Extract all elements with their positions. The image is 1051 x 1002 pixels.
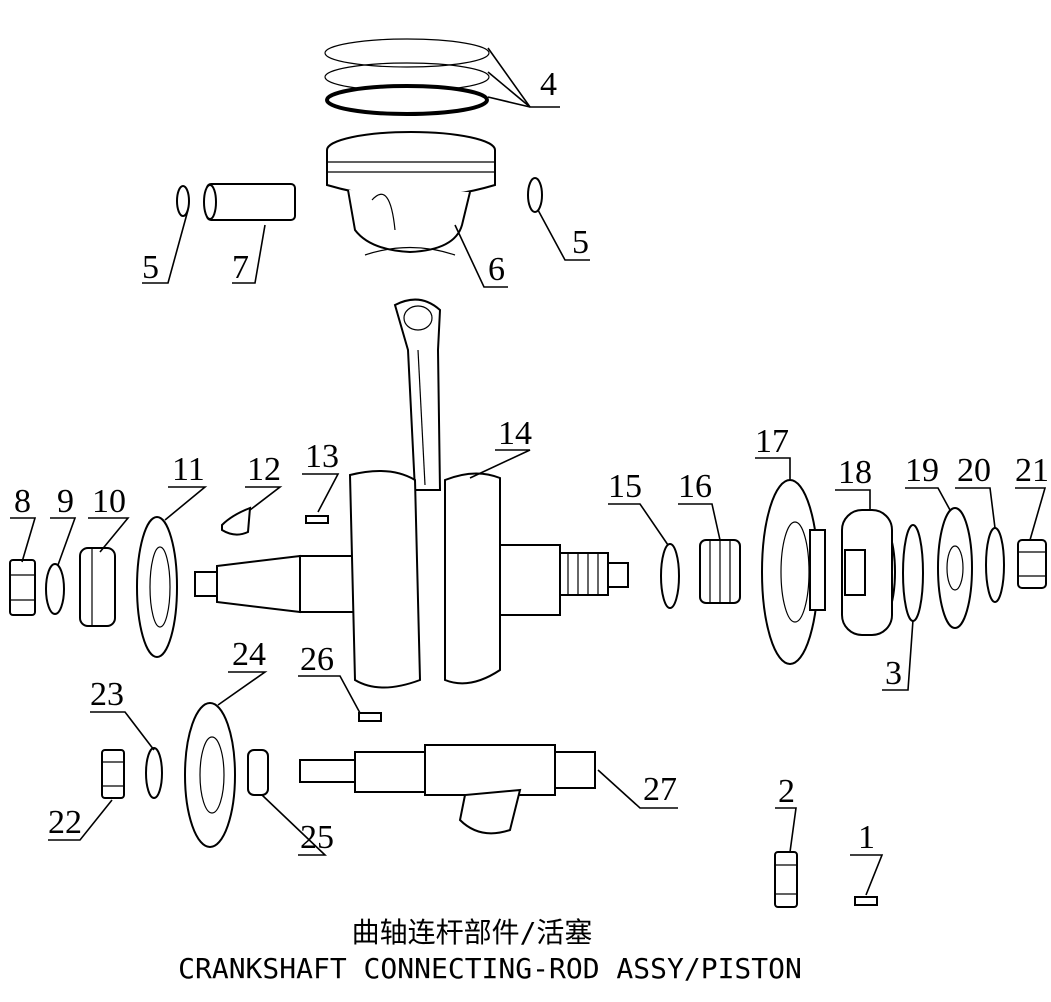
callout-26: 26 (300, 641, 334, 678)
callout-9: 9 (57, 483, 74, 520)
gear-24 (184, 702, 236, 848)
washer-15 (660, 543, 680, 609)
callout-15: 15 (608, 468, 642, 505)
callout-13: 13 (305, 438, 339, 475)
callout-labels: 1 2 3 4 5 5 6 7 8 9 10 11 12 13 14 15 16… (14, 66, 1049, 856)
nut-8 (9, 559, 36, 616)
callout-7: 7 (232, 249, 249, 286)
callout-5-right: 5 (572, 224, 589, 261)
nut-22 (101, 749, 125, 799)
pin-13 (305, 515, 329, 524)
callout-12: 12 (247, 451, 281, 488)
title-english: CRANKSHAFT CONNECTING-ROD ASSY/PISTON (178, 952, 802, 985)
callout-18: 18 (838, 454, 872, 491)
nut-21 (1017, 539, 1047, 589)
callout-11: 11 (172, 451, 205, 488)
gear-10 (79, 547, 116, 627)
piston (326, 131, 496, 256)
callout-2: 2 (778, 773, 795, 810)
balancer-shaft-27 (299, 744, 596, 835)
callout-5-left: 5 (142, 249, 159, 286)
callout-22: 22 (48, 804, 82, 841)
nut-2 (774, 851, 798, 908)
callout-4: 4 (540, 66, 557, 103)
leader-lines (10, 47, 1047, 896)
washer-23 (145, 747, 163, 799)
crank-spline (567, 553, 599, 595)
title-chinese: 曲轴连杆部件/活塞 (352, 916, 593, 949)
callout-25: 25 (300, 819, 334, 856)
washer-20 (985, 527, 1005, 603)
ring-3 (902, 524, 924, 622)
callout-27: 27 (643, 771, 677, 808)
callout-16: 16 (678, 468, 712, 505)
piston-pin (203, 183, 296, 221)
key-12 (221, 506, 252, 536)
gear-11 (136, 516, 178, 658)
circlip-right (527, 177, 543, 213)
connecting-rod (393, 298, 442, 491)
callout-23: 23 (90, 676, 124, 713)
callout-10: 10 (92, 483, 126, 520)
callout-8: 8 (14, 483, 31, 520)
crankshaft (194, 470, 629, 689)
callout-6: 6 (488, 251, 505, 288)
callout-20: 20 (957, 452, 991, 489)
washer-9 (45, 563, 65, 615)
pin-1 (854, 896, 878, 906)
bearing-16 (699, 539, 741, 604)
callout-24: 24 (232, 636, 266, 673)
pin-26 (358, 712, 382, 722)
callout-3: 3 (885, 655, 902, 692)
gear-17 (761, 479, 826, 665)
callout-19: 19 (905, 452, 939, 489)
bush-25 (247, 749, 269, 796)
callout-1: 1 (858, 819, 875, 856)
callout-14: 14 (498, 415, 532, 452)
callout-21: 21 (1015, 452, 1049, 489)
piston-rings (324, 38, 490, 116)
callout-17: 17 (755, 423, 789, 460)
gear-19 (937, 507, 973, 629)
housing-18 (841, 509, 896, 636)
circlip-left (176, 185, 190, 217)
